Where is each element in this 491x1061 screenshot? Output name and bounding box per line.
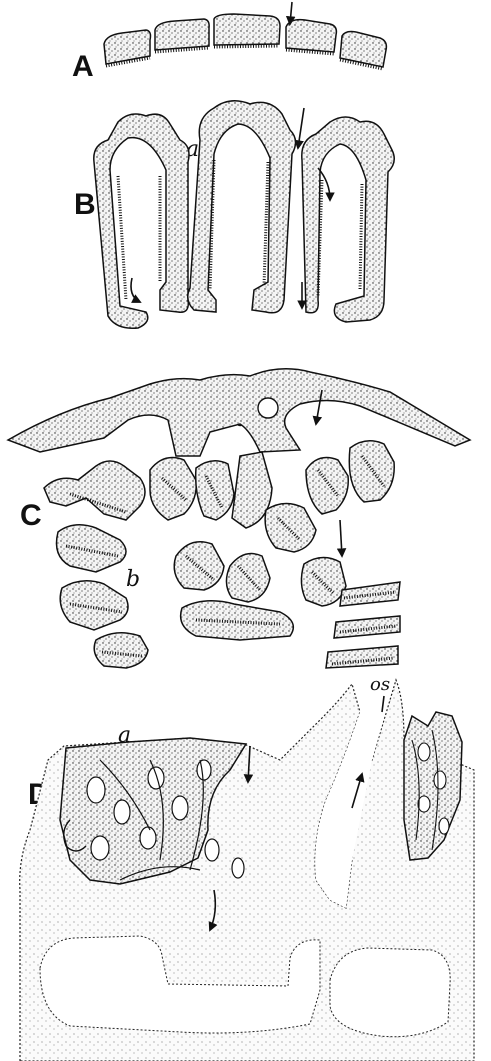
chamber-lumen-13: [439, 818, 449, 834]
panel-c: C a b: [8, 369, 470, 668]
epithelium-cell-5: [340, 32, 386, 67]
cilia-chamber-b-3: [318, 180, 362, 296]
chamber-b-3: [302, 117, 394, 322]
chamber-lumen-10: [418, 743, 430, 761]
chamber-lumen-4: [172, 796, 188, 820]
chamber-c-6: [196, 461, 234, 520]
excurrent-cavity-right: [330, 948, 450, 1037]
chamber-lumen-11: [434, 771, 446, 789]
chamber-lumen-2: [114, 800, 130, 824]
cilia-chamber-b-1: [118, 176, 160, 300]
panel-b: B a: [74, 101, 394, 328]
panel-label-c: C: [20, 499, 42, 532]
chamber-lumen-8: [205, 839, 219, 861]
chamber-b-2: [188, 101, 296, 313]
chamber-b-1: [94, 114, 189, 328]
chamber-c-9: [181, 601, 294, 640]
c-label-b: b: [126, 567, 140, 592]
chamber-c-16: [326, 646, 398, 668]
d-label-os: os: [370, 674, 390, 695]
chamber-c-2: [57, 525, 127, 572]
chamber-c-8: [226, 554, 270, 602]
pore-opening-c: [258, 398, 278, 418]
chamber-c-1: [44, 461, 145, 520]
flow-arrow-b-in: [298, 108, 304, 148]
chamber-lumen-9: [232, 858, 244, 878]
chamber-c-12: [265, 503, 316, 552]
epithelium-cell-4: [286, 20, 336, 52]
chamber-c-11: [349, 441, 394, 502]
chamber-c-10: [306, 458, 348, 514]
cilia-chamber-b-2: [210, 160, 268, 290]
flow-arrow-b-left: [131, 278, 140, 302]
chamber-lumen-12: [418, 796, 430, 812]
chamber-c-13: [301, 557, 346, 606]
chamber-lumen-3: [148, 767, 164, 789]
panel-label-b: B: [74, 188, 96, 221]
epithelium-cell-2: [155, 19, 209, 50]
chamber-lumen-5: [140, 827, 156, 849]
chamber-lumen-1: [87, 777, 105, 803]
panel-a: A: [72, 2, 386, 83]
chamber-lumen-6: [91, 836, 109, 860]
epithelium-cell-1: [104, 30, 151, 64]
panel-label-a: A: [72, 50, 94, 83]
epithelium-cell-3: [214, 14, 280, 45]
chamber-c-5: [150, 458, 196, 520]
flow-arrow-c-out: [340, 520, 342, 556]
chamber-lumen-7: [197, 760, 211, 780]
surface-layer-c: [8, 369, 470, 456]
chamber-c-4: [94, 633, 148, 668]
panel-d: D a os b b: [20, 674, 474, 1061]
